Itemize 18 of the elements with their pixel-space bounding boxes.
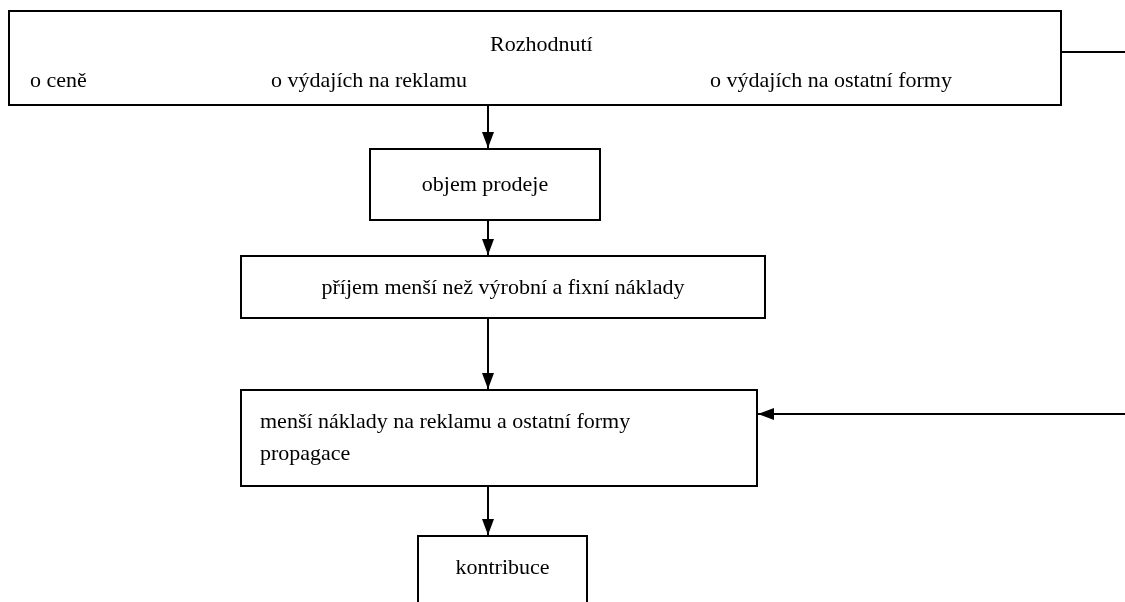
arrow (482, 220, 494, 256)
heading-label: Rozhodnutí (490, 30, 593, 58)
connector-line (1061, 51, 1125, 53)
box-label: kontribuce (454, 553, 551, 581)
box-label: o ceně (30, 66, 87, 94)
box-label: o výdajích na ostatní formy (710, 66, 952, 94)
box-label: příjem menší než výrobní a fixní náklady (320, 273, 686, 301)
box-label: menší náklady na reklamu a ostatní formy propagace (260, 407, 632, 467)
process-box (240, 389, 758, 487)
decision-box (8, 10, 1062, 106)
arrow (482, 318, 494, 390)
process-box (369, 148, 601, 221)
arrow (482, 486, 494, 536)
box-label: o výdajích na reklamu (271, 66, 468, 94)
box-label: objem prodeje (420, 170, 550, 198)
process-box (240, 255, 766, 319)
arrow (757, 408, 1125, 420)
arrow (482, 105, 494, 149)
